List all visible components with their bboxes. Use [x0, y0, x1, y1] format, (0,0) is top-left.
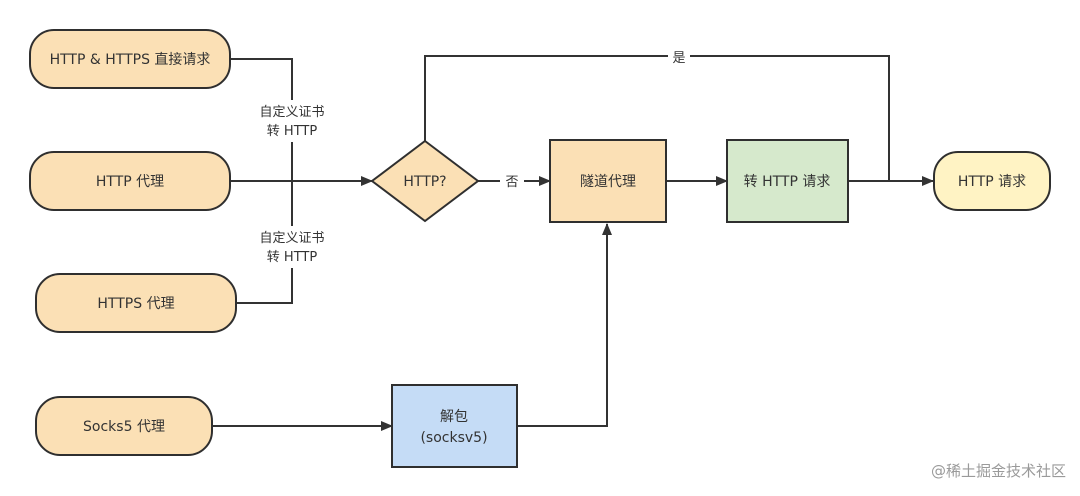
cert-label-bottom-line1: 自定义证书 — [259, 231, 324, 246]
node-tunnel-proxy-label: 隧道代理 — [580, 174, 636, 190]
edge-labels: 自定义证书 转 HTTP 自定义证书 转 HTTP 是 否 — [250, 48, 690, 268]
node-unpack-label-line2: (socksv5) — [420, 430, 487, 446]
node-http-proxy-label: HTTP 代理 — [96, 174, 164, 190]
edge-unpack-to-tunnel — [517, 223, 612, 427]
node-socks5-proxy: Socks5 代理 — [35, 396, 213, 456]
node-to-http-request: 转 HTTP 请求 — [726, 139, 849, 223]
node-tunnel-proxy: 隧道代理 — [549, 139, 667, 223]
cert-label-bottom-line2: 转 HTTP — [267, 250, 318, 265]
yes-label: 是 — [672, 51, 685, 66]
node-https-proxy: HTTPS 代理 — [35, 273, 237, 333]
node-http-decision-label: HTTP? — [403, 174, 446, 190]
cert-label-top-line1: 自定义证书 — [259, 105, 324, 120]
node-direct-request: HTTP & HTTPS 直接请求 — [29, 29, 231, 89]
cert-label-top-line2: 转 HTTP — [267, 124, 318, 139]
node-socks5-proxy-label: Socks5 代理 — [83, 419, 165, 435]
node-http-proxy: HTTP 代理 — [29, 151, 231, 211]
node-to-http-request-label: 转 HTTP 请求 — [744, 174, 831, 190]
no-label: 否 — [505, 175, 518, 190]
node-https-proxy-label: HTTPS 代理 — [97, 296, 174, 312]
edge-https-to-merge — [236, 181, 293, 304]
node-http-request: HTTP 请求 — [933, 151, 1051, 211]
watermark: @稀土掘金技术社区 — [931, 462, 1066, 480]
node-http-decision: HTTP? — [370, 139, 480, 223]
connectors — [211, 55, 934, 431]
node-unpack-label-line1: 解包 — [440, 409, 468, 425]
edge-decision-yes-to-result — [424, 55, 890, 181]
node-direct-request-label: HTTP & HTTPS 直接请求 — [50, 51, 211, 68]
node-http-request-label: HTTP 请求 — [958, 174, 1026, 190]
node-unpack: 解包 (socksv5) — [391, 384, 518, 468]
